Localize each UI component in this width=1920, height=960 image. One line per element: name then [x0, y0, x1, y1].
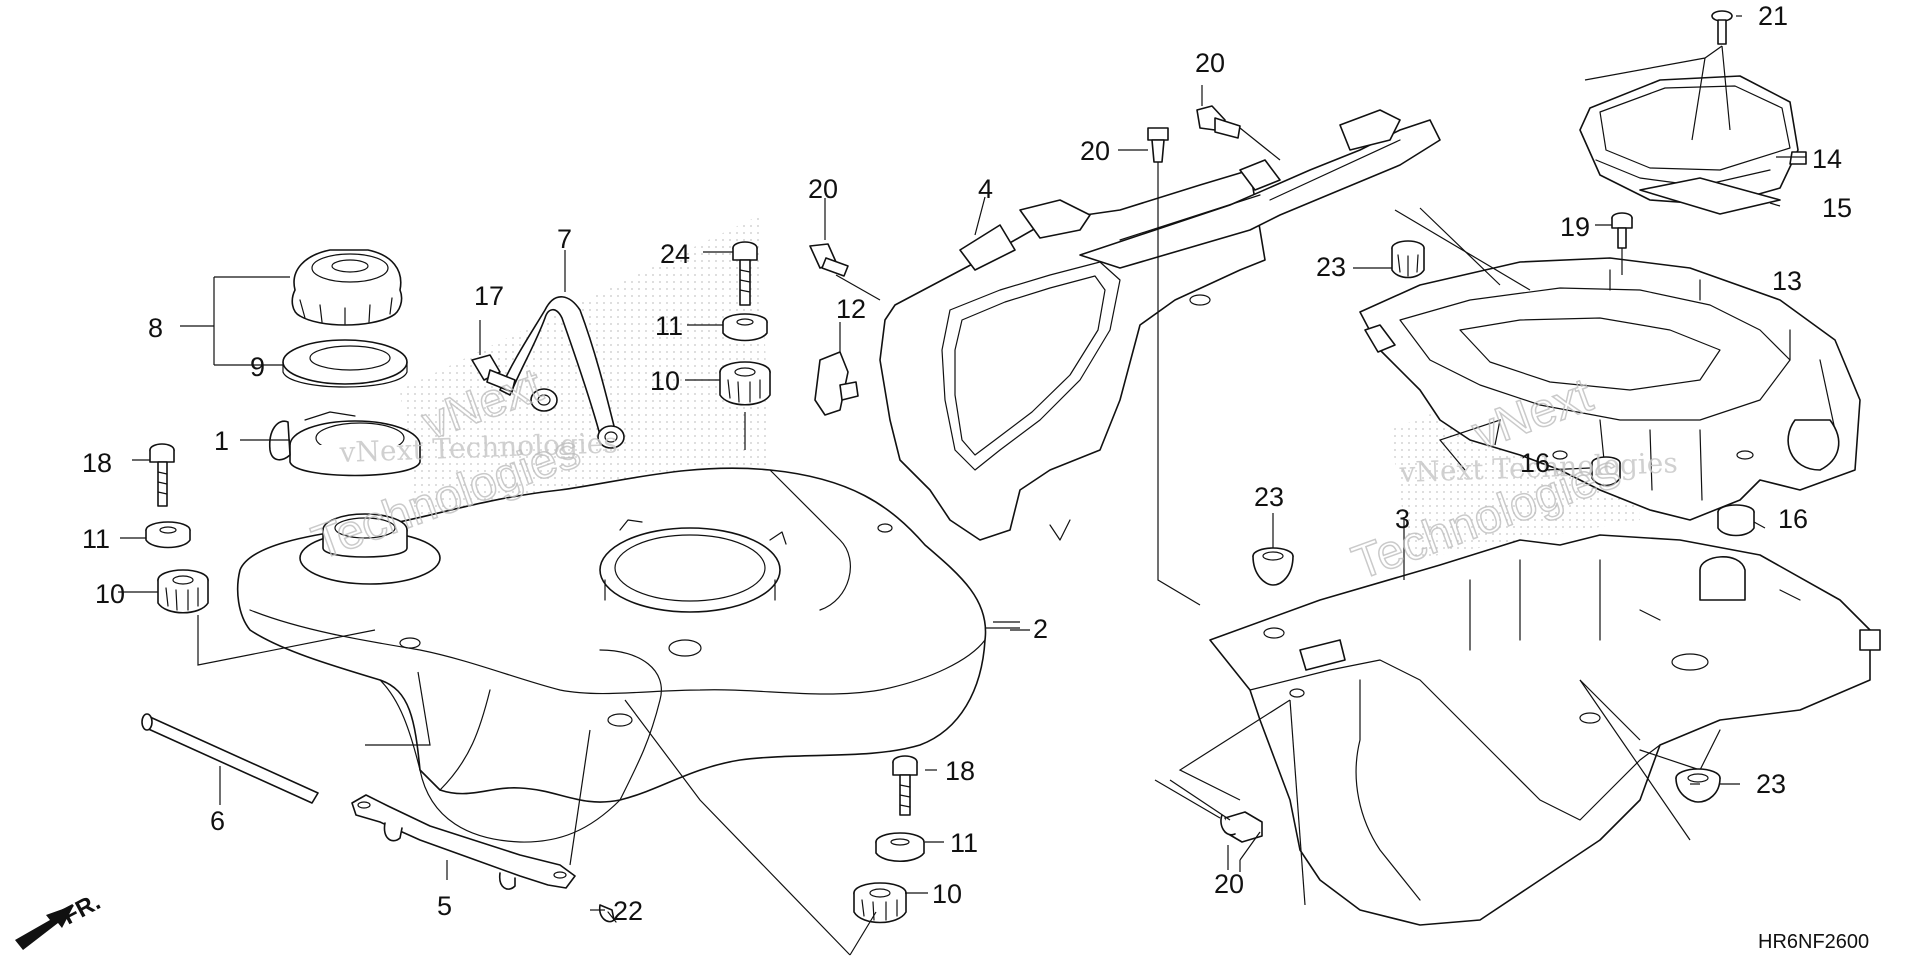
callout-numbers: 8 9 1 18 11 10 7 17 24 11 10 20 12 4 20 …	[82, 1, 1852, 926]
callout-11-top: 11	[655, 311, 683, 341]
callout-11-bottom: 11	[950, 828, 978, 858]
callout-16-right: 16	[1778, 504, 1808, 534]
bolt-19[interactable]	[1611, 212, 1633, 249]
callout-20-left: 20	[808, 174, 838, 204]
collar-11-bottom[interactable]	[875, 832, 925, 863]
callout-20-mid: 20	[1080, 136, 1110, 166]
callout-12: 12	[836, 294, 866, 324]
gasket[interactable]	[282, 339, 408, 388]
callout-3: 3	[1395, 504, 1410, 534]
callout-23-mid: 23	[1254, 482, 1284, 512]
callout-22: 22	[613, 896, 643, 926]
leader-lines	[118, 15, 1806, 956]
fuel-cap-tether[interactable]	[499, 296, 625, 449]
grommet-16-right[interactable]	[1717, 504, 1755, 537]
bolt-18-left[interactable]	[149, 443, 175, 507]
clip-20-top[interactable]	[1196, 105, 1241, 139]
callout-10-bottom: 10	[932, 879, 962, 909]
callout-17: 17	[474, 281, 504, 311]
callout-10-top: 10	[650, 366, 680, 396]
grommet-23-left[interactable]	[1391, 240, 1425, 279]
screw-17[interactable]	[471, 354, 516, 393]
callout-21: 21	[1758, 1, 1788, 31]
collar-11-left[interactable]	[145, 521, 191, 549]
callout-7: 7	[557, 224, 572, 254]
clip-20-bottom[interactable]	[1220, 811, 1263, 843]
under-cover[interactable]	[1209, 534, 1881, 926]
collar-11-top[interactable]	[722, 313, 768, 342]
front-arrow: FR.	[15, 888, 105, 950]
callout-23-right: 23	[1756, 769, 1786, 799]
fuel-cap[interactable]	[291, 249, 403, 326]
grommet-16-top[interactable]	[1591, 456, 1621, 487]
bolt-24[interactable]	[732, 241, 758, 306]
side-cover[interactable]	[879, 169, 1266, 541]
callout-15: 15	[1822, 193, 1852, 223]
callout-14: 14	[1812, 144, 1842, 174]
callout-20-top: 20	[1195, 48, 1225, 78]
callout-23-left: 23	[1316, 252, 1346, 282]
clip-12[interactable]	[814, 351, 859, 416]
callout-1: 1	[214, 426, 229, 456]
callout-18-left: 18	[82, 448, 112, 478]
filler-base[interactable]	[268, 411, 421, 477]
grommet-10-bottom[interactable]	[853, 882, 907, 924]
frame-rail[interactable]	[1079, 109, 1441, 269]
battery-pad[interactable]	[1639, 177, 1781, 215]
callout-9: 9	[250, 352, 265, 382]
callout-10-left: 10	[95, 579, 125, 609]
front-label: FR.	[58, 888, 105, 930]
callout-4: 4	[978, 174, 993, 204]
callout-11-left: 11	[82, 524, 110, 554]
mounting-rod[interactable]	[141, 713, 319, 804]
clip-20-mid[interactable]	[1147, 127, 1169, 163]
callout-2: 2	[1033, 614, 1048, 644]
clip-20-left[interactable]	[809, 243, 849, 277]
bolt-18-bottom[interactable]	[892, 755, 918, 816]
grommet-23-mid[interactable]	[1252, 547, 1294, 586]
callout-24: 24	[660, 239, 690, 269]
callout-5: 5	[437, 891, 452, 921]
battery-cover[interactable]	[1579, 75, 1807, 206]
front-arrow-icon	[15, 905, 74, 950]
battery-box[interactable]	[1359, 257, 1861, 521]
callout-18-bottom: 18	[945, 756, 975, 786]
grommet-10-left[interactable]	[157, 569, 209, 614]
callout-6: 6	[210, 806, 225, 836]
callout-20-bottom: 20	[1214, 869, 1244, 899]
callout-19: 19	[1560, 212, 1590, 242]
screw-21[interactable]	[1711, 10, 1733, 45]
callout-16-top: 16	[1520, 448, 1550, 478]
grommet-23-right[interactable]	[1675, 768, 1721, 803]
callout-8: 8	[148, 313, 163, 343]
grommet-10-top[interactable]	[719, 361, 771, 406]
diagram-code: HR6NF2600	[1758, 931, 1869, 953]
fuel-tank[interactable]	[236, 467, 987, 843]
tank-bracket[interactable]	[351, 794, 576, 890]
callout-13: 13	[1772, 266, 1802, 296]
